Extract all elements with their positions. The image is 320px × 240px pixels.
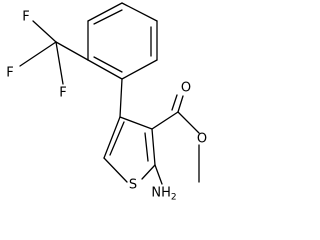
bond: [103, 116, 121, 159]
molecule-structure: F F F S NH2 O O: [6, 2, 207, 203]
bond: [109, 121, 125, 156]
bond: [119, 78, 123, 118]
bond: [55, 41, 89, 61]
trifluoromethyl-group: F F F: [6, 10, 89, 101]
bond: [32, 20, 57, 43]
bond: [87, 2, 123, 22]
bond: [119, 116, 153, 130]
amino-group: NH2: [151, 164, 177, 203]
bond: [93, 56, 123, 73]
bond: [177, 111, 200, 134]
bond: [19, 41, 57, 67]
bond: [55, 41, 64, 85]
bond: [177, 95, 184, 113]
bond: [151, 111, 179, 130]
bond: [171, 94, 178, 111]
amine-label: NH2: [151, 186, 176, 203]
bond: [93, 9, 123, 25]
bond: [154, 164, 163, 185]
fluorine-label: F: [6, 66, 13, 81]
bond: [151, 128, 156, 166]
sulfur-label: S: [129, 178, 137, 193]
amine-subscript: 2: [171, 193, 177, 203]
thiophene-ring: S: [103, 116, 156, 193]
fluorine-label: F: [59, 86, 66, 101]
benzene-ring: [87, 2, 158, 80]
oxygen-label: O: [197, 132, 207, 147]
oxygen-label: O: [181, 81, 191, 96]
bond: [144, 132, 149, 162]
bond: [87, 59, 123, 80]
amine-n-label: NH: [151, 186, 171, 201]
fluorine-label: F: [22, 10, 29, 25]
bond: [121, 59, 158, 80]
bond: [141, 164, 156, 180]
bond: [121, 2, 158, 22]
bond: [103, 157, 128, 183]
methyl-ester-group: O O: [151, 81, 207, 183]
